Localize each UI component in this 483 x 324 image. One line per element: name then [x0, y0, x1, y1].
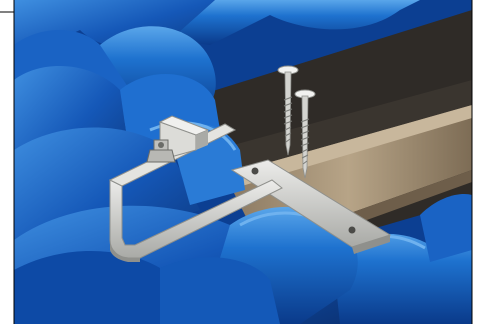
roof-hook-illustration	[0, 0, 483, 324]
